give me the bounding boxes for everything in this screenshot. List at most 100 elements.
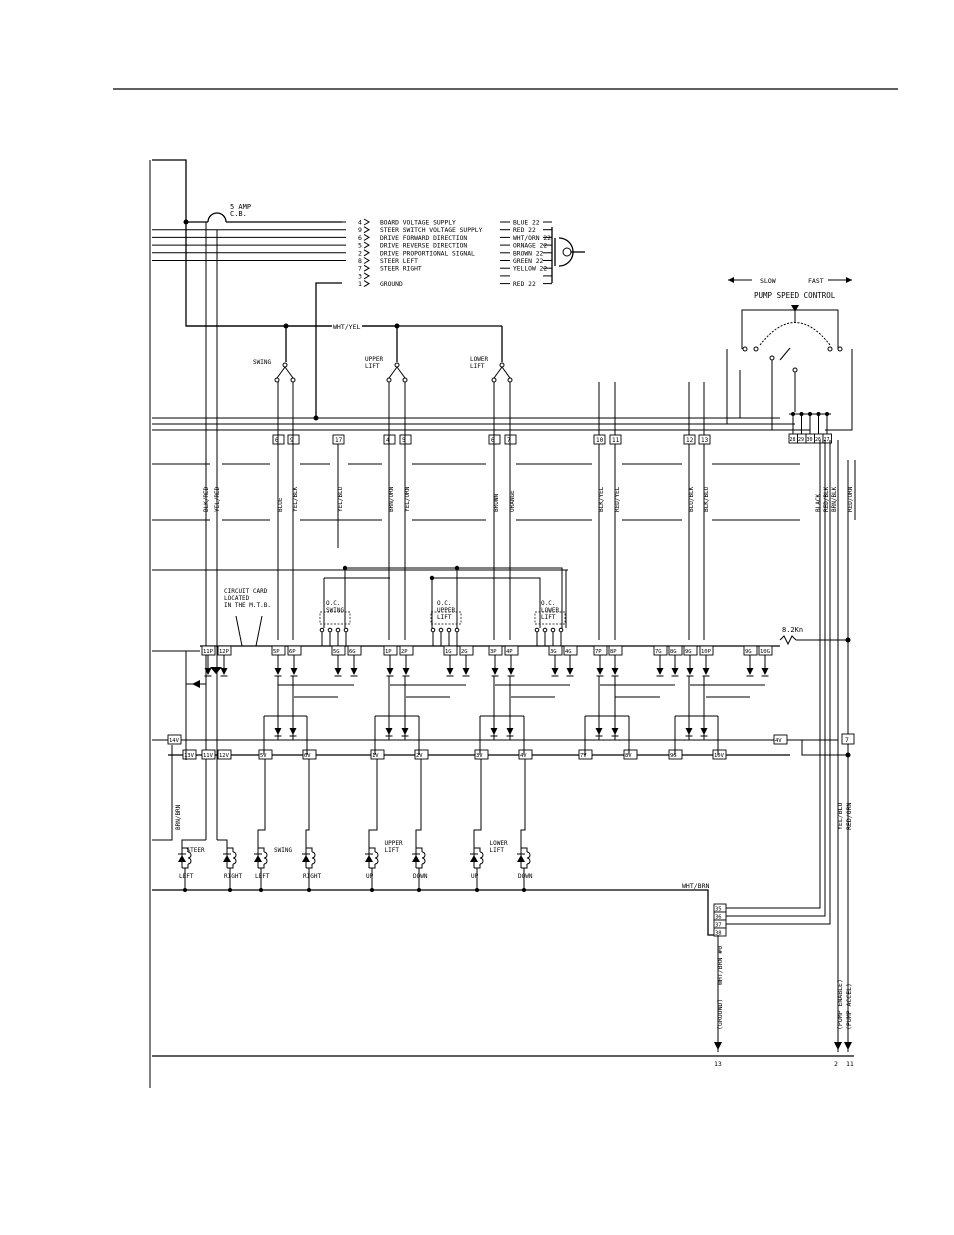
pump-terminal-number: 26 <box>815 437 821 443</box>
pump-accel-label: (PUMP ACCEL) <box>845 983 853 1030</box>
diode-cluster <box>584 676 630 755</box>
pump-terminal-number: 30 <box>807 437 813 443</box>
v-terminal: 8V <box>623 749 638 760</box>
pin-number: 7 <box>358 265 362 273</box>
coil-label: RIGHT <box>303 873 321 880</box>
p-terminal-label: 10G <box>760 649 770 655</box>
terminal: 13 <box>698 434 711 445</box>
terminal-number: 10 <box>596 437 604 444</box>
p-terminal-label: 10P <box>701 649 712 655</box>
p-terminal-label: 12P <box>219 649 230 655</box>
pump-title: PUMP SPEED CONTROL <box>754 291 836 300</box>
wire-color-label: BLK/BLU <box>703 486 710 512</box>
bottom-connector-pin: 35 <box>715 907 722 913</box>
diode-icon <box>350 668 358 675</box>
pin-chevron-icon <box>363 264 370 272</box>
terminal-number: 13 <box>701 437 709 444</box>
diode-icon <box>334 668 342 675</box>
ground-wire-label: WHT/BRN #0 <box>716 946 724 985</box>
oc-label: LIFT <box>437 614 452 621</box>
side-terminal: 13V <box>182 749 197 760</box>
pin-wire: RED 22 <box>513 281 536 288</box>
pin-number: 1 <box>358 280 362 288</box>
wire-color-label: RED/BLK <box>823 486 830 512</box>
pin-number: 3 <box>358 272 362 280</box>
diode-icon <box>290 668 298 675</box>
wire-color-label: YEL/ORN <box>404 486 411 512</box>
v-terminal: 11V <box>201 749 216 760</box>
wire-color-label: BLK/YEL <box>598 486 605 512</box>
terminal-number: 11 <box>612 437 620 444</box>
ground-wire <box>315 282 342 418</box>
exit-pin-11: 11 <box>846 1060 854 1068</box>
pin-number: 8 <box>358 257 362 265</box>
pump-fast-label: FAST <box>808 277 824 285</box>
v-terminal-label: 9G <box>670 753 677 759</box>
v-terminal-label: 5V <box>260 753 267 759</box>
pump-slow-label: SLOW <box>760 277 776 285</box>
oc-contacts: O.C.SWING <box>319 600 351 646</box>
pin-function: DRIVE REVERSE DIRECTION <box>380 243 467 250</box>
p-terminal-label: 1P <box>385 649 392 655</box>
cb-label-line1: 5 AMP <box>230 203 251 211</box>
right-wire-label-2: RED/ORN <box>845 803 853 830</box>
switch-label: UPPER <box>365 356 383 363</box>
v-terminal-label: 10V <box>714 753 725 759</box>
pump-terminal-number: 29 <box>798 437 804 443</box>
pump-speed-control: SLOW FAST PUMP SPEED CONTROL <box>726 277 853 431</box>
p-terminal-label: 4G <box>565 649 572 655</box>
p-terminal-label: 8G <box>670 649 677 655</box>
card-note-line: LOCATED <box>224 595 250 602</box>
side-terminal: 4V <box>773 734 788 745</box>
p-terminal-label: 1G <box>445 649 452 655</box>
diode-icon <box>671 668 679 675</box>
v-terminal-label: 7V <box>580 753 587 759</box>
terminal: 12 <box>683 434 696 445</box>
side-terminal-label: 14V <box>169 738 180 744</box>
bus-label: WHT/YEL <box>333 323 360 331</box>
p-terminal: 12P <box>217 645 232 677</box>
p-terminal: 9G <box>683 645 698 677</box>
right-wire-label-1: YEL/BLU <box>836 803 844 830</box>
diode-icon <box>204 668 212 675</box>
wire-color-label: BROWN <box>493 494 500 512</box>
p-terminal: 2G <box>459 645 474 677</box>
terminal: 10 <box>593 434 606 445</box>
exit-pin-13: 13 <box>714 1060 722 1068</box>
p-terminal: 10P <box>699 645 714 677</box>
wire-color-label: ORANGE <box>509 490 516 512</box>
bottom-connector-pin: 36 <box>715 915 722 921</box>
v-terminal-label: 2V <box>416 753 423 759</box>
p-terminal-label: 7P <box>595 649 602 655</box>
card-note-line: CIRCUIT CARD <box>224 588 268 595</box>
pin-number: 2 <box>358 249 362 257</box>
resistor-icon: 8.2Kn <box>779 626 803 646</box>
diode-icon <box>402 668 410 675</box>
terminal-number: 7 <box>507 437 511 444</box>
coil-label: DOWN <box>413 873 428 880</box>
harness-lines <box>152 417 838 741</box>
p-terminal: 2P <box>399 645 414 677</box>
oc-label: O.C. <box>541 600 555 607</box>
p-terminal-label: 6G <box>349 649 356 655</box>
diode-icon <box>761 668 769 675</box>
p-terminal: 1P <box>383 645 398 677</box>
coil-label: UP <box>471 873 479 880</box>
pin-function: STEER SWITCH VOLTAGE SUPPLY <box>380 227 483 234</box>
p-terminal: 3G <box>548 645 563 677</box>
p-terminal: 6G <box>347 645 362 677</box>
exit-pin-2: 2 <box>834 1060 838 1068</box>
pin-function: DRIVE PROPORTIONAL SIGNAL <box>380 250 475 257</box>
switch-label: LOWER <box>470 356 488 363</box>
terminal-number: 4 <box>386 437 390 444</box>
p-terminal-label: 3P <box>490 649 497 655</box>
pin-function: STEER RIGHT <box>380 266 422 273</box>
